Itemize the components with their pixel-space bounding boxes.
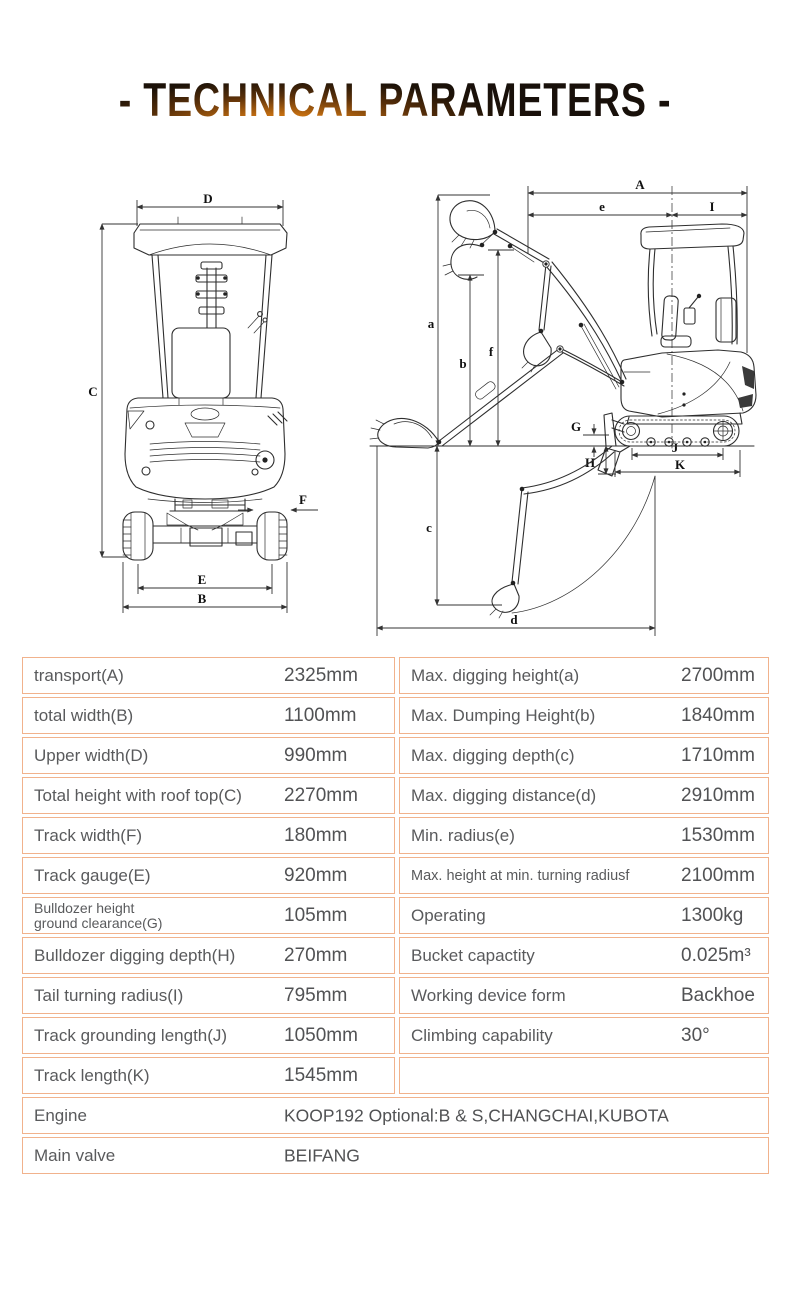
spec-row-bucket-capacity: Bucket capactity 0.025m³ [399,937,769,974]
spec-full-rows: Engine KOOP192 Optional:B & S,CHANGCHAI,… [22,1097,769,1177]
spec-row-empty [399,1057,769,1094]
spec-value: 2325mm [284,664,358,686]
spec-label: Track gauge(E) [34,865,151,885]
spec-value: 105mm [284,904,348,926]
rear-dimension-lines [99,200,318,613]
spec-label: Max. height at min. turning radiusf [411,867,630,884]
spec-value: 920mm [284,864,348,886]
spec-row-height-min-radius: Max. height at min. turning radiusf 2100… [399,857,769,894]
spec-value: 2270mm [284,784,358,806]
dim-label-K: K [675,457,686,472]
spec-label: Working device form [411,985,566,1005]
spec-label: Track width(F) [34,825,142,845]
spec-row-engine: Engine KOOP192 Optional:B & S,CHANGCHAI,… [22,1097,769,1134]
excavator-rear-drawing [122,216,288,561]
spec-label: Upper width(D) [34,745,149,765]
spec-value: BEIFANG [284,1145,360,1165]
spec-value: 1545mm [284,1064,358,1086]
spec-row-min-radius: Min. radius(e) 1530mm [399,817,769,854]
spec-row-working-device: Working device form Backhoe [399,977,769,1014]
spec-value: 180mm [284,824,348,846]
dim-label-B: B [198,591,207,606]
spec-value: 1300kg [681,904,744,926]
excavator-side-drawing [369,200,757,619]
spec-row-track-gauge: Track gauge(E) 920mm [22,857,395,894]
spec-row-digging-depth: Max. digging depth(c) 1710mm [399,737,769,774]
spec-row-bulldozer-depth: Bulldozer digging depth(H) 270mm [22,937,395,974]
spec-label: Bucket capactity [411,945,535,965]
spec-label: total width(B) [34,705,134,725]
spec-row-track-width: Track width(F) 180mm [22,817,395,854]
spec-value: 1530mm [681,824,755,846]
spec-value: 990mm [284,744,348,766]
spec-value: 2700mm [681,664,755,686]
page-title: - TECHNICAL PARAMETERS - [79,74,711,126]
spec-label: Tail turning radius(I) [34,985,184,1005]
spec-row-tail-radius: Tail turning radius(I) 795mm [22,977,395,1014]
dim-label-J: J [672,440,679,455]
spec-label: Min. radius(e) [411,825,515,845]
spec-value: 2910mm [681,784,755,806]
dim-label-C: C [88,384,97,399]
spec-label: Main valve [34,1145,116,1165]
spec-row-bulldozer-height: Bulldozer height ground clearance(G) 105… [22,897,395,934]
dim-label-A: A [635,177,645,192]
dim-label-b: b [459,356,466,371]
spec-label: Max. Dumping Height(b) [411,705,596,725]
spec-label: Max. digging distance(d) [411,785,597,805]
dim-label-G: G [571,419,581,434]
spec-row-total-height: Total height with roof top(C) 2270mm [22,777,395,814]
spec-row-grounding-length: Track grounding length(J) 1050mm [22,1017,395,1054]
spec-value: 2100mm [681,864,755,886]
spec-label: Bulldozer height ground clearance(G) [34,899,163,931]
dim-label-c: c [426,520,432,535]
side-view-diagram: A e I a b f G H J K c d [369,176,757,636]
dim-label-F: F [299,492,307,507]
spec-label: transport(A) [34,665,124,685]
spec-value: 270mm [284,944,348,966]
dim-label-D: D [203,191,212,206]
spec-column-left: transport(A) 2325mm total width(B) 1100m… [22,657,395,1097]
spec-label: Track grounding length(J) [34,1025,228,1045]
rear-view-diagram: D C F E B [87,190,318,613]
spec-row-total-width: total width(B) 1100mm [22,697,395,734]
spec-label: Bulldozer digging depth(H) [34,945,236,965]
spec-row-digging-distance: Max. digging distance(d) 2910mm [399,777,769,814]
spec-label: Climbing capability [411,1025,553,1045]
side-dimension-lines [376,186,748,636]
spec-row-transport: transport(A) 2325mm [22,657,395,694]
spec-column-right: Max. digging height(a) 2700mm Max. Dumpi… [399,657,769,1097]
spec-value: 0.025m³ [681,944,751,966]
spec-value: KOOP192 Optional:B & S,CHANGCHAI,KUBOTA [284,1105,669,1125]
spec-label: Max. digging depth(c) [411,745,575,765]
spec-row-main-valve: Main valve BEIFANG [22,1137,769,1174]
spec-row-climbing: Climbing capability 30° [399,1017,769,1054]
spec-row-upper-width: Upper width(D) 990mm [22,737,395,774]
dim-label-f: f [489,344,494,359]
spec-value: 30° [681,1024,710,1046]
dim-label-e: e [599,199,605,214]
spec-value: 1050mm [284,1024,358,1046]
spec-row-dumping-height: Max. Dumping Height(b) 1840mm [399,697,769,734]
dim-label-a: a [428,316,435,331]
spec-label: Max. digging height(a) [411,665,580,685]
spec-value: 795mm [284,984,348,1006]
spec-row-track-length: Track length(K) 1545mm [22,1057,395,1094]
spec-value: 1100mm [284,704,357,726]
spec-label: Operating [411,905,486,925]
dim-label-E: E [198,572,207,587]
spec-value: 1710mm [681,744,755,766]
spec-value: Backhoe [681,984,755,1006]
spec-value: 1840mm [681,704,755,726]
dim-label-d: d [510,612,518,627]
spec-label: Track length(K) [34,1065,150,1085]
spec-label: Engine [34,1105,87,1125]
dim-label-I: I [709,199,714,214]
spec-label: Total height with roof top(C) [34,785,242,805]
spec-row-digging-height: Max. digging height(a) 2700mm [399,657,769,694]
spec-row-operating-weight: Operating 1300kg [399,897,769,934]
